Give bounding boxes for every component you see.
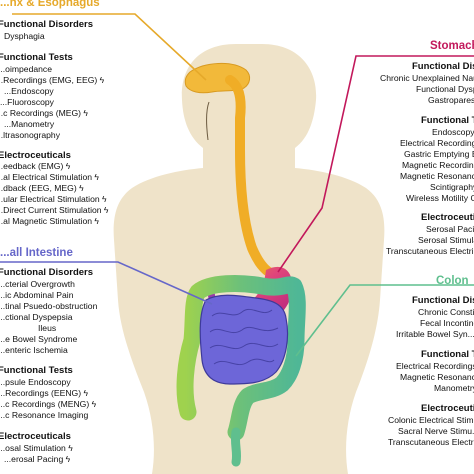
stomach-ft-item: Magnetic Resonance... (400, 171, 474, 181)
small-intestine-ft-item: ...psule Endoscopy (0, 377, 71, 387)
stomach-fd-item: Chronic Unexplained Nause... (380, 73, 474, 83)
colon-ft-item: Manometry (434, 383, 474, 393)
pharynx-el-item: ...eedback (EMG) ϟ (0, 161, 71, 171)
pharynx-el-item: ...ular Electrical Stimulation ϟ (0, 194, 107, 204)
stomach-ft-item: Scintigraphy (430, 182, 474, 192)
pharynx-ft-item: ...Recordings (EMG, EEG) ϟ (0, 75, 105, 85)
pharynx-ft-head: Functional Tests (0, 52, 73, 63)
stomach-pointer-line (277, 55, 474, 273)
colon-ft-head: Functional Tes... (421, 349, 474, 360)
small-intestine-fd-item: ...enteric Ischemia (0, 345, 68, 355)
stomach-fd-head: Functional Diso... (412, 61, 474, 72)
stomach-fd-item: Gastroparesi... (428, 95, 474, 105)
stomach-el-item: Transcutaneous Electrica... (386, 246, 474, 256)
colon-el-item: Sacral Nerve Stimu... (398, 426, 474, 436)
stomach-el-item: Serosal Stimula... (418, 235, 474, 245)
pharynx-ft-item: ...ltrasonography (0, 130, 61, 140)
colon-el-item: Colonic Electrical Stim... (388, 415, 474, 425)
pharynx-title: ...nx & Esophagus (0, 0, 100, 9)
pharynx-el-item: ...al Magnetic Stimulation ϟ (0, 216, 99, 226)
small-intestine-fd-item: ...tinal Psuedo-obstruction (0, 301, 98, 311)
small-intestine-fd-item: Ileus (38, 323, 57, 333)
colon-sigmoid (230, 427, 242, 467)
small-intestine-fd-head: Functional Disorders (0, 267, 94, 278)
pharynx-ft-item: ...oimpedance (0, 64, 52, 74)
pharynx-pointer-line (12, 13, 207, 81)
pharynx-ft-item: ...Manometry (4, 119, 55, 129)
pharynx-ft-item: ...Fluoroscopy (0, 97, 54, 107)
small-intestine-ft-item: ...Recordings (EENG) ϟ (0, 388, 89, 398)
small-intestine-el-item: ...erosal Pacing ϟ (4, 454, 71, 464)
colon-fd-item: Chronic Constip... (418, 307, 474, 317)
colon-el-item: Transcutaneous Electric... (388, 437, 474, 447)
colon-el-head: Electroceutica... (421, 403, 474, 414)
stomach-el-head: Electroceutica... (421, 212, 474, 223)
small-intestine-fd-item: ...cterial Overgrowth (0, 279, 75, 289)
stomach-ft-item: Wireless Motility Ca... (406, 193, 474, 203)
pharynx-fd-item: Dysphagia (4, 31, 45, 41)
small-intestine-ft-item: ...c Resonance Imaging (0, 410, 89, 420)
colon-organ (176, 275, 306, 441)
pharynx-el-item: ...al Electrical Stimulation ϟ (0, 172, 99, 182)
stomach-ft-head: Functional Tes... (421, 115, 474, 126)
stomach-ft-item: Gastric Emptying Bre... (404, 149, 474, 159)
small-intestine-fd-item: ...ic Abdominal Pain (0, 290, 74, 300)
colon-pointer-line (295, 284, 474, 357)
pharynx-el-head: Electroceuticals (0, 150, 71, 161)
small-intestine-organ (199, 294, 289, 385)
small-intestine-loops (209, 308, 279, 366)
stomach-fd-item: Functional Dyspe... (416, 84, 474, 94)
small-intestine-el-item: ...osal Stimulation ϟ (0, 443, 73, 453)
colon-ft-item: Magnetic Resonance... (400, 372, 474, 382)
pharynx-el-item: ...Direct Current Stimulation ϟ (0, 205, 109, 215)
colon-fd-item: Fecal Incontine... (420, 318, 474, 328)
stomach-title: Stomach (430, 40, 474, 52)
small-intestine-ft-item: ...c Recordings (MENG) ϟ (0, 399, 97, 409)
small-intestine-el-head: Electroceuticals (0, 431, 71, 442)
pharynx-ft-item: ...c Recordings (MEG) ϟ (0, 108, 88, 118)
colon-ft-item: Electrical Recordings... (396, 361, 474, 371)
stomach-ft-item: Magnetic Recording... (402, 160, 474, 170)
stomach-el-item: Serosal Pacin... (426, 224, 474, 234)
small-intestine-pointer-line (0, 261, 213, 305)
small-intestine-title: ...all Intestine (0, 247, 73, 259)
stomach-ft-item: Electrical Recording... (400, 138, 474, 148)
colon-title: Colon (436, 275, 469, 287)
colon-fd-item: Irritable Bowel Syn... (396, 329, 474, 339)
stomach-ft-item: Endoscopy (432, 127, 474, 137)
pharynx-fd-head: Functional Disorders (0, 19, 94, 30)
pharynx-ft-item: ...Endoscopy (4, 86, 54, 96)
trachea-outline (206, 101, 210, 141)
colon-fd-head: Functional Disor... (412, 295, 474, 306)
pharynx-el-item: ...dback (EEG, MEG) ϟ (0, 183, 84, 193)
small-intestine-ft-head: Functional Tests (0, 365, 73, 376)
small-intestine-fd-item: ...ctional Dyspepsia (0, 312, 73, 322)
small-intestine-fd-item: ...e Bowel Syndrome (0, 334, 78, 344)
esophagus (225, 75, 277, 279)
